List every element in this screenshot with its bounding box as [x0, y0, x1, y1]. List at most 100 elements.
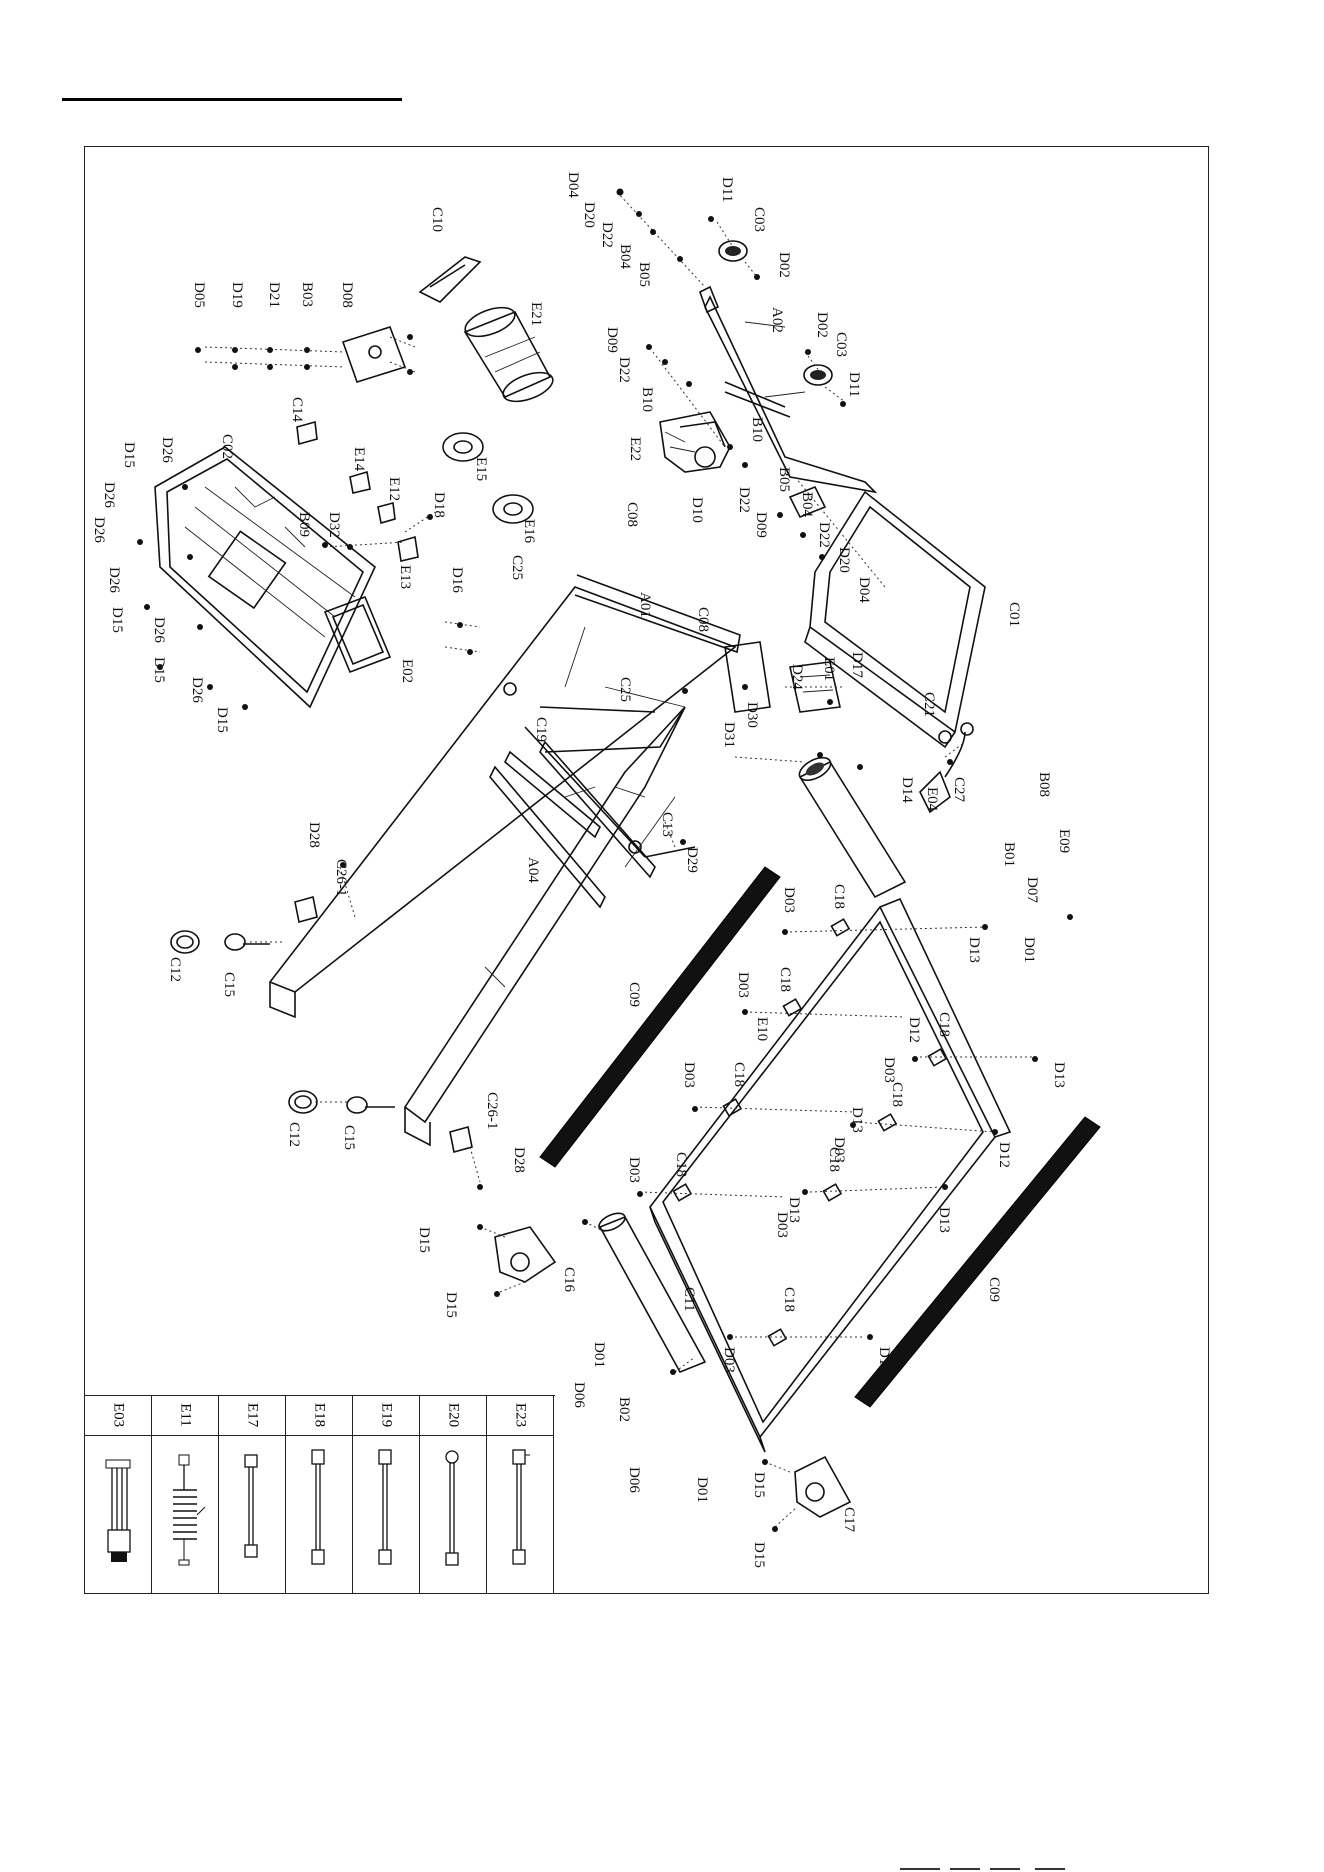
display-board-e01: [724, 641, 841, 713]
label-c14: C14: [289, 397, 305, 423]
label-d09-bottom: D09: [753, 512, 769, 538]
label-d05: D05: [191, 282, 207, 308]
label-d03-e: D03: [831, 1137, 847, 1163]
label-e10: E10: [754, 1017, 770, 1041]
label-c09-left: C09: [626, 982, 642, 1007]
label-c27: C27: [951, 777, 967, 803]
label-d03-b: D03: [735, 972, 751, 998]
label-c02: C02: [219, 434, 235, 459]
label-c11: C11: [681, 1287, 697, 1311]
legend-label: E11: [177, 1403, 193, 1427]
label-d15-c: D15: [151, 657, 167, 683]
label-d07: D07: [1024, 877, 1040, 903]
label-c09-right: C09: [986, 1277, 1002, 1302]
label-b01: B01: [1001, 842, 1017, 867]
label-d22-top: D22: [599, 222, 615, 248]
label-e13: E13: [397, 565, 413, 589]
legend-head: E20: [419, 1395, 486, 1436]
label-b03: B03: [299, 282, 315, 307]
end-caps-c03: [718, 240, 833, 386]
legend-label: E23: [512, 1402, 528, 1428]
motor-cover-c02: [154, 446, 376, 709]
label-b09: B09: [296, 512, 312, 537]
label-d21: D21: [266, 282, 282, 308]
end-cap-c16: [494, 1226, 557, 1283]
label-d09-top: D09: [604, 327, 620, 353]
label-d17: D17: [849, 652, 865, 678]
label-c18-e: C18: [889, 1082, 905, 1107]
ring-terminal-cable-icon: [445, 1450, 459, 1566]
label-c18-h: C18: [781, 1287, 797, 1312]
cable-icon: [512, 1449, 530, 1565]
label-d01-top: D01: [1021, 937, 1037, 963]
label-d03-h: D03: [721, 1347, 737, 1373]
label-c18-b: C18: [777, 967, 793, 992]
cable-icon: [244, 1454, 258, 1558]
label-d15-f: D15: [443, 1292, 459, 1318]
label-e16: E16: [521, 519, 537, 544]
motor-e21: [463, 306, 554, 403]
label-d01-bottom: D01: [591, 1342, 607, 1368]
label-d15-e: D15: [416, 1227, 432, 1253]
legend-cell-e11: E11: [151, 1395, 219, 1594]
legend-cell-e23: E23: [486, 1395, 554, 1594]
label-d28-bottom: D28: [511, 1147, 527, 1173]
label-d03-a: D03: [781, 887, 797, 913]
label-b04-bottom: B04: [799, 492, 815, 518]
label-c12-upper: C12: [167, 957, 183, 982]
label-c25-mid: C25: [617, 677, 633, 702]
label-d30: D30: [744, 702, 760, 728]
label-c08-top: C08: [624, 502, 640, 527]
label-b04-top: B04: [617, 244, 633, 270]
legend-cell-e17: E17: [218, 1395, 286, 1594]
label-b08: B08: [1036, 772, 1052, 797]
label-d29: D29: [684, 847, 700, 873]
legend-top-border: [84, 1395, 555, 1396]
label-d13-b: D13: [1051, 1062, 1067, 1088]
label-c15-lower: C15: [341, 1125, 357, 1150]
label-c08-mid: C08: [695, 607, 711, 632]
motor-e22: [659, 411, 731, 473]
label-d12-a: D12: [906, 1017, 922, 1043]
label-d22-mid: D22: [616, 357, 632, 383]
label-c15-upper: C15: [221, 972, 237, 997]
leader-lines: [204, 191, 1035, 1528]
exploded-view-drawing: C10 D04 D20 D22 B04 B05 D11 C03 D02 A02 …: [91, 172, 1101, 1568]
label-e14: E14: [351, 447, 367, 472]
legend-cell-e18: E18: [285, 1395, 353, 1594]
label-d04-top: D04: [565, 172, 581, 198]
label-d26-b: D26: [101, 482, 117, 508]
label-d02-mid: D02: [814, 312, 830, 338]
label-d11-top: D11: [719, 177, 735, 202]
label-e15: E15: [473, 457, 489, 481]
label-c18-a: C18: [831, 884, 847, 909]
coil-cable-icon: [173, 1454, 206, 1566]
label-d06-bottom: D06: [626, 1467, 642, 1493]
label-d26-d: D26: [106, 567, 122, 593]
label-d31: D31: [721, 722, 737, 748]
roller-e16: [492, 494, 534, 524]
label-c03-top: C03: [751, 207, 767, 232]
label-b10-left: B10: [639, 387, 655, 412]
roller-e15: [442, 432, 484, 462]
header-rule: [62, 98, 402, 101]
label-d20-bottom: D20: [836, 547, 852, 573]
label-d26-e: D26: [151, 617, 167, 643]
legend-cell-e03: E03: [84, 1395, 152, 1594]
label-c13: C13: [659, 812, 675, 837]
screws: [137, 188, 1073, 1532]
label-c18-f: C18: [673, 1152, 689, 1177]
legend-label: E17: [244, 1402, 260, 1428]
bracket-c26-1: [294, 895, 473, 1154]
safety-key-e09: [919, 722, 974, 814]
upright-post-a02: [699, 285, 878, 519]
adjuster-c15-upper: [224, 933, 270, 951]
label-d06-top: D06: [571, 1382, 587, 1408]
handle-c10: [418, 256, 482, 303]
label-d18: D18: [431, 492, 447, 518]
wiring-legend-table: E03 E11 E17 E18: [84, 1395, 555, 1594]
end-cap-c17: [794, 1455, 852, 1518]
label-d19: D19: [229, 282, 245, 308]
label-c25-top: C25: [509, 555, 525, 580]
label-c19: C19: [533, 717, 549, 742]
